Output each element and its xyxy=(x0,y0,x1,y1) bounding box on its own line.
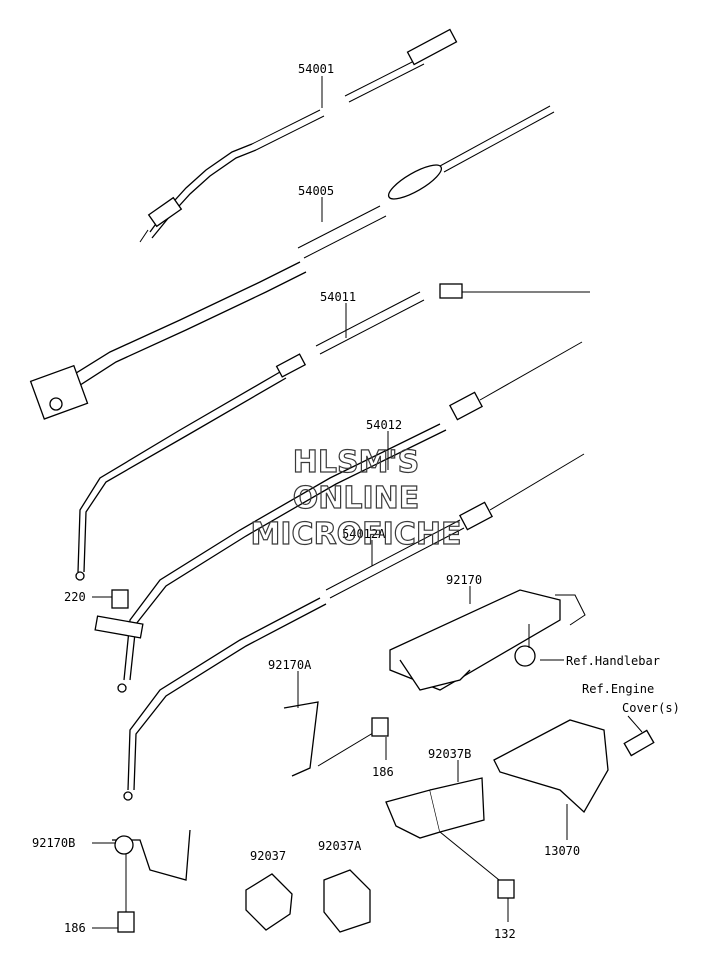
cable-54012A xyxy=(123,453,585,801)
cable-54001-head xyxy=(406,28,458,66)
cable-54005 xyxy=(29,105,555,420)
bolt-186-a xyxy=(371,717,389,737)
part-92170-bracket xyxy=(389,589,586,691)
cable-54001-fitting xyxy=(147,196,183,228)
cable-54012-adjuster xyxy=(449,391,483,421)
part-labels: 54001 54005 54011 54012 54012A 92170 921… xyxy=(32,62,680,941)
cable-54012A-adjuster xyxy=(459,501,493,531)
bolt-186-b xyxy=(117,911,135,933)
label-186-b: 186 xyxy=(64,921,86,935)
bolt-132 xyxy=(497,879,515,899)
watermark: HLSM'S ONLINE MICROFICHE xyxy=(250,444,462,552)
cable-54001 xyxy=(139,28,458,243)
part-92037-clip xyxy=(245,873,293,931)
label-92037A: 92037A xyxy=(318,839,362,853)
watermark-line-1: HLSM'S xyxy=(293,445,419,480)
bolt-engine-cover xyxy=(623,729,655,757)
label-ref-engine: Ref.Engine xyxy=(582,682,654,696)
nut-handlebar xyxy=(514,645,536,667)
label-54012: 54012 xyxy=(366,418,402,432)
part-92170B-clamp xyxy=(112,829,191,933)
label-132: 132 xyxy=(494,927,516,941)
label-13070: 13070 xyxy=(544,844,580,858)
label-ref-handlebar: Ref.Handlebar xyxy=(566,654,660,668)
cable-54011-adjuster xyxy=(439,283,463,299)
bolt-220 xyxy=(111,589,129,609)
label-54011: 54011 xyxy=(320,290,356,304)
part-92037B-bracket xyxy=(385,777,515,899)
label-92037: 92037 xyxy=(250,849,286,863)
label-92170B: 92170B xyxy=(32,836,75,850)
cable-54005-boot xyxy=(387,164,443,200)
cable-54005-lever-end xyxy=(29,364,89,420)
label-186-a: 186 xyxy=(372,765,394,779)
label-54012A: 54012A xyxy=(342,527,386,541)
label-92170A: 92170A xyxy=(268,658,312,672)
watermark-line-3: MICROFICHE xyxy=(251,517,462,552)
leader-lines xyxy=(92,76,643,929)
label-92037B: 92037B xyxy=(428,747,471,761)
label-54005: 54005 xyxy=(298,184,334,198)
part-13070-bracket xyxy=(493,719,655,814)
part-92037A-clip xyxy=(323,869,371,933)
watermark-line-2: ONLINE xyxy=(293,481,420,516)
label-ref-engine-covers: Cover(s) xyxy=(622,701,680,715)
cable-54012 xyxy=(94,341,583,693)
part-92170A-clamp xyxy=(283,701,389,777)
label-92170: 92170 xyxy=(446,573,482,587)
label-220: 220 xyxy=(64,590,86,604)
cable-54012-bracket xyxy=(94,615,144,639)
cable-54011 xyxy=(75,283,590,581)
label-54001: 54001 xyxy=(298,62,334,76)
